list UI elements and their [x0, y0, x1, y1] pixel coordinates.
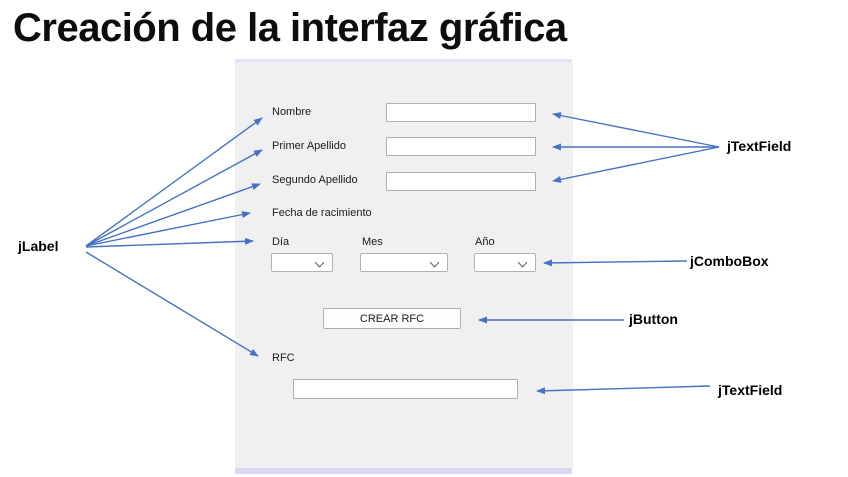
arrow-jlabel-to-segundo-apellido — [85, 183, 261, 247]
jlabel-annotation: jLabel — [18, 238, 59, 254]
jbutton-annotation: jButton — [629, 311, 678, 327]
chevron-down-icon — [314, 257, 325, 268]
fecha-nacimiento-label: Fecha de racimiento — [272, 207, 372, 219]
arrow-jtextfield-to-field3 — [552, 146, 720, 183]
segundo-apellido-label: Segundo Apellido — [272, 174, 358, 186]
ano-label: Año — [475, 236, 495, 248]
dia-combobox[interactable] — [271, 253, 333, 272]
nombre-input[interactable] — [386, 103, 536, 122]
jtextfield-top-annotation: jTextField — [727, 138, 792, 154]
arrow-jlabel-to-rfc — [85, 251, 259, 357]
chevron-down-icon — [429, 257, 440, 268]
mes-label: Mes — [362, 236, 383, 248]
arrow-jtextfield-to-field1 — [552, 112, 720, 148]
nombre-label: Nombre — [272, 106, 312, 118]
arrow-jlabel-to-dia — [85, 237, 254, 248]
rfc-input[interactable] — [293, 379, 518, 399]
primer-apellido-label: Primer Apellido — [272, 140, 346, 152]
ano-combobox[interactable] — [474, 253, 536, 272]
dia-label: Día — [272, 236, 290, 248]
jcombobox-annotation: jComboBox — [690, 253, 769, 269]
primer-apellido-input[interactable] — [386, 137, 536, 156]
page-title: Creación de la interfaz gráfica — [13, 6, 567, 50]
arrow-jlabel-to-fecha — [85, 211, 251, 247]
jtextfield-bottom-annotation: jTextField — [718, 382, 783, 398]
crear-rfc-button[interactable]: CREAR RFC — [323, 308, 461, 329]
chevron-down-icon — [517, 257, 528, 268]
panel-bottom-accent-bar — [235, 468, 572, 474]
panel-top-accent-bar — [235, 59, 572, 62]
rfc-label: RFC — [272, 352, 295, 364]
mes-combobox[interactable] — [360, 253, 448, 272]
segundo-apellido-input[interactable] — [386, 172, 536, 191]
